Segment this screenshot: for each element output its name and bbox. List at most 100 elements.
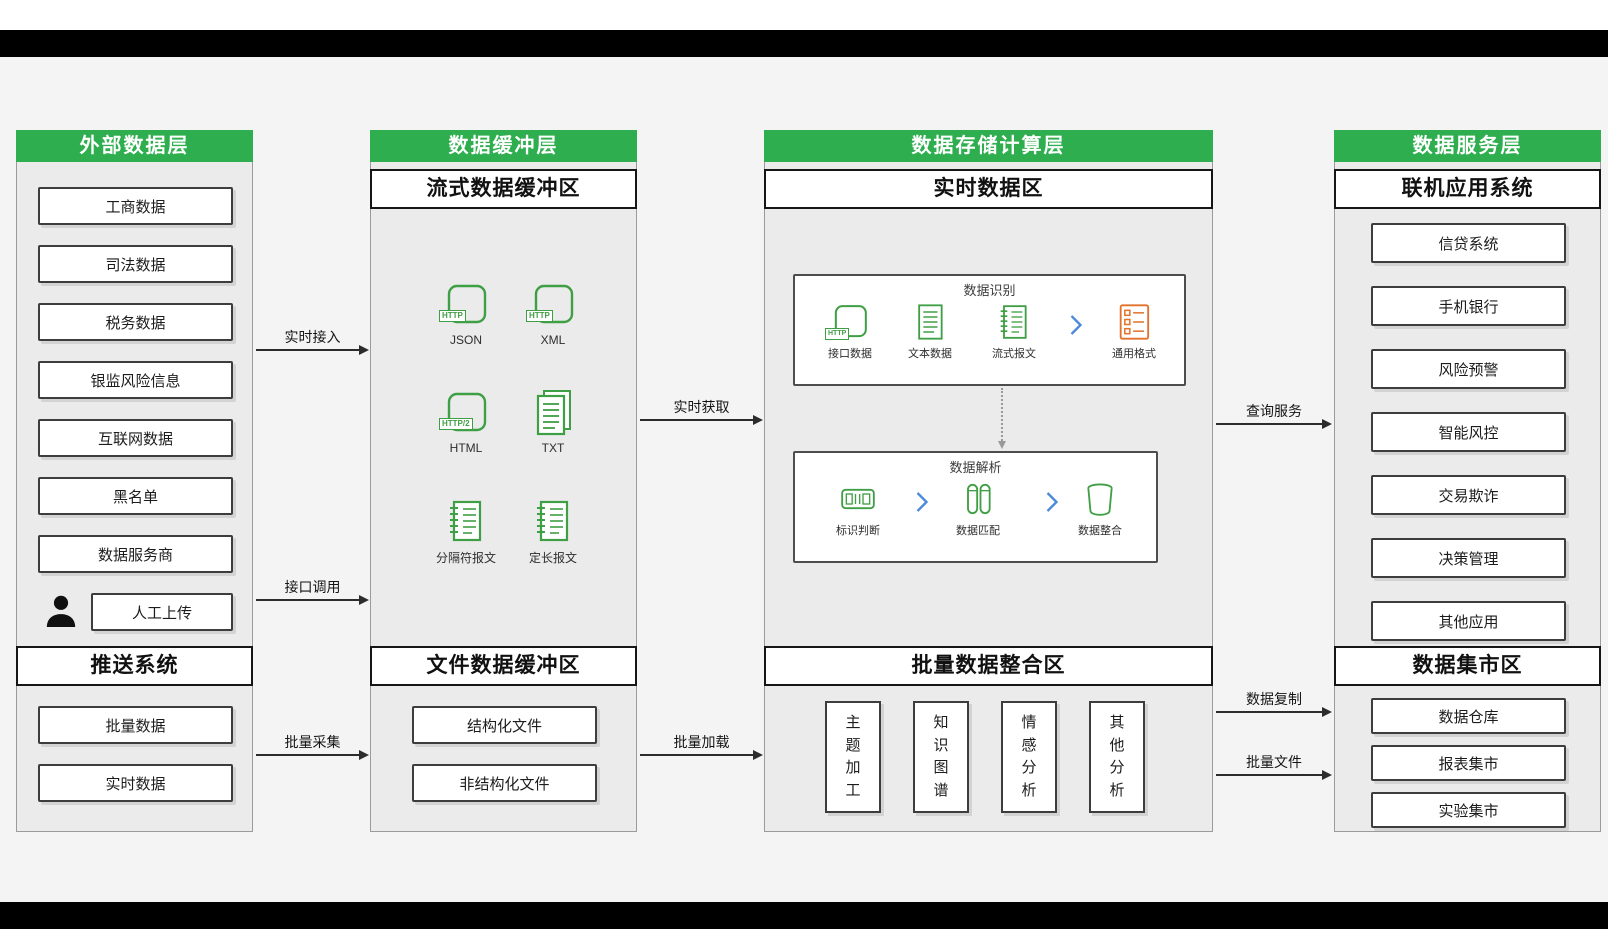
diagram-node: 税务数据 <box>38 303 233 341</box>
icon-cell: HTTP JSON <box>416 281 516 347</box>
arrow-label: 查询服务 <box>1246 403 1302 419</box>
arrow-head-icon <box>1322 419 1332 429</box>
diagram-node: 结构化文件 <box>412 706 597 744</box>
group-title: 数据解析 <box>949 460 1002 475</box>
diagram-node: 交易欺诈 <box>1371 475 1566 515</box>
node-label: 知识图谱 <box>933 714 949 799</box>
diagram-node: 工商数据 <box>38 187 233 225</box>
section-title-online-apps: 联机应用系统 <box>1334 169 1601 209</box>
icon-label: JSON <box>449 333 482 347</box>
chevron-right-icon <box>913 489 931 515</box>
diagram-node: 智能风控 <box>1371 412 1566 452</box>
diagram-node: 主题加工 <box>825 701 881 813</box>
id-card-icon <box>836 479 880 519</box>
icon-cell: 标识判断 <box>815 479 901 538</box>
arrow-line <box>1216 774 1324 776</box>
arrow-label: 批量采集 <box>284 734 341 750</box>
flow-arrow-query-service: 查询服务 <box>1216 401 1332 429</box>
group-data-recognition: 数据识别 HTTP 接口数据 文本数据 流式报文 通用格式 <box>793 274 1186 386</box>
diagram-node: 信贷系统 <box>1371 223 1566 263</box>
diagram-node: 报表集市 <box>1371 745 1566 781</box>
node-label: 其他分析 <box>1109 714 1125 799</box>
icon-label: 文本数据 <box>908 348 952 360</box>
arrow-head-icon <box>1322 770 1332 780</box>
icon-cell: 数据整合 <box>1057 479 1143 538</box>
node-label: 主题加工 <box>845 714 861 799</box>
icon-cell: TXT <box>503 389 603 455</box>
arrow-line <box>256 599 361 601</box>
arrow-line <box>640 419 755 421</box>
arrow-label: 接口调用 <box>284 579 341 595</box>
arrow-line <box>256 349 361 351</box>
checklist-icon <box>1112 302 1156 342</box>
icon-cell: 文本数据 <box>887 302 973 361</box>
icon-cell: 数据匹配 <box>935 479 1021 538</box>
diagram-node: 其他分析 <box>1089 701 1145 813</box>
arrow-head-icon <box>359 595 369 605</box>
column-header-service: 数据服务层 <box>1334 130 1601 162</box>
icon-label: TXT <box>541 441 565 455</box>
chevron-right-icon <box>1067 312 1085 338</box>
icon-cell: 定长报文 <box>503 497 603 566</box>
diagram-node: 知识图谱 <box>913 701 969 813</box>
database-pair-icon <box>956 479 1000 519</box>
flow-arrow-batch-file: 批量文件 <box>1216 752 1332 780</box>
icon-cell: 流式报文 <box>971 302 1057 361</box>
icon-label: HTML <box>449 441 483 455</box>
icon-label: 流式报文 <box>992 348 1036 360</box>
diagram-node: 互联网数据 <box>38 419 233 457</box>
flow-arrow-data-copy: 数据复制 <box>1216 689 1332 717</box>
section-title-file-buffer: 文件数据缓冲区 <box>370 646 637 686</box>
flow-arrow-interface-call: 接口调用 <box>256 577 369 605</box>
icon-cell: 分隔符报文 <box>416 497 516 566</box>
icon-label: 接口数据 <box>828 348 872 360</box>
arrow-line <box>1216 711 1324 713</box>
icon-label: 数据整合 <box>1078 525 1122 537</box>
protocol-badge: HTTP/2 <box>439 418 473 430</box>
flow-arrow-realtime-access: 实时接入 <box>256 327 369 355</box>
arrow-label: 实时获取 <box>673 399 730 415</box>
dotted-arrow <box>998 388 1006 449</box>
flow-arrow-batch-collect: 批量采集 <box>256 732 369 760</box>
column-header-buffer: 数据缓冲层 <box>370 130 637 162</box>
node-label: 情感分析 <box>1021 714 1037 799</box>
diagram-node: 其他应用 <box>1371 601 1566 641</box>
diagram-node: 数据服务商 <box>38 535 233 573</box>
diagram-node: 决策管理 <box>1371 538 1566 578</box>
column-header-storage: 数据存储计算层 <box>764 130 1213 162</box>
arrow-head-icon <box>998 441 1006 449</box>
arrow-line <box>256 754 361 756</box>
arrow-head-icon <box>359 345 369 355</box>
notebook-icon <box>527 497 579 545</box>
arrow-label: 数据复制 <box>1246 691 1302 707</box>
person-icon <box>41 592 81 632</box>
icon-label: XML <box>540 333 566 347</box>
protocol-badge: HTTP <box>526 310 553 322</box>
text-pages-icon <box>527 389 579 437</box>
icon-label: 分隔符报文 <box>435 551 496 565</box>
arrow-label: 实时接入 <box>284 329 341 345</box>
group-data-parsing: 数据解析 标识判断 数据匹配 数据整合 <box>793 451 1158 563</box>
column-storage-compute-layer: 数据存储计算层 实时数据区 数据识别 HTTP 接口数据 文本数据 流式报文 通… <box>764 130 1213 832</box>
icon-cell: HTTP 接口数据 <box>807 302 893 361</box>
diagram-node: 数据仓库 <box>1371 698 1566 734</box>
diagram-node: 非结构化文件 <box>412 764 597 802</box>
arrow-line <box>640 754 755 756</box>
diagram-node: 司法数据 <box>38 245 233 283</box>
arrow-line <box>1216 423 1324 425</box>
arrow-head-icon <box>1322 707 1332 717</box>
diagram-node: 情感分析 <box>1001 701 1057 813</box>
protocol-badge: HTTP <box>439 310 466 322</box>
column-data-service-layer: 数据服务层 联机应用系统 信贷系统 手机银行 风险预警 智能风控 交易欺诈 决策… <box>1334 130 1601 832</box>
diagram-node: 手机银行 <box>1371 286 1566 326</box>
diagram-node: 银监风险信息 <box>38 361 233 399</box>
protocol-badge: HTTP <box>825 328 850 340</box>
group-title: 数据识别 <box>963 283 1016 298</box>
icon-label: 通用格式 <box>1112 348 1156 360</box>
section-title-data-mart: 数据集市区 <box>1334 646 1601 686</box>
letterbox-top <box>0 30 1608 57</box>
icon-cell: HTTP XML <box>503 281 603 347</box>
diagram-node: 实时数据 <box>38 764 233 802</box>
column-external-data-layer: 外部数据层 工商数据 司法数据 税务数据 银监风险信息 互联网数据 黑名单 数据… <box>16 130 253 832</box>
